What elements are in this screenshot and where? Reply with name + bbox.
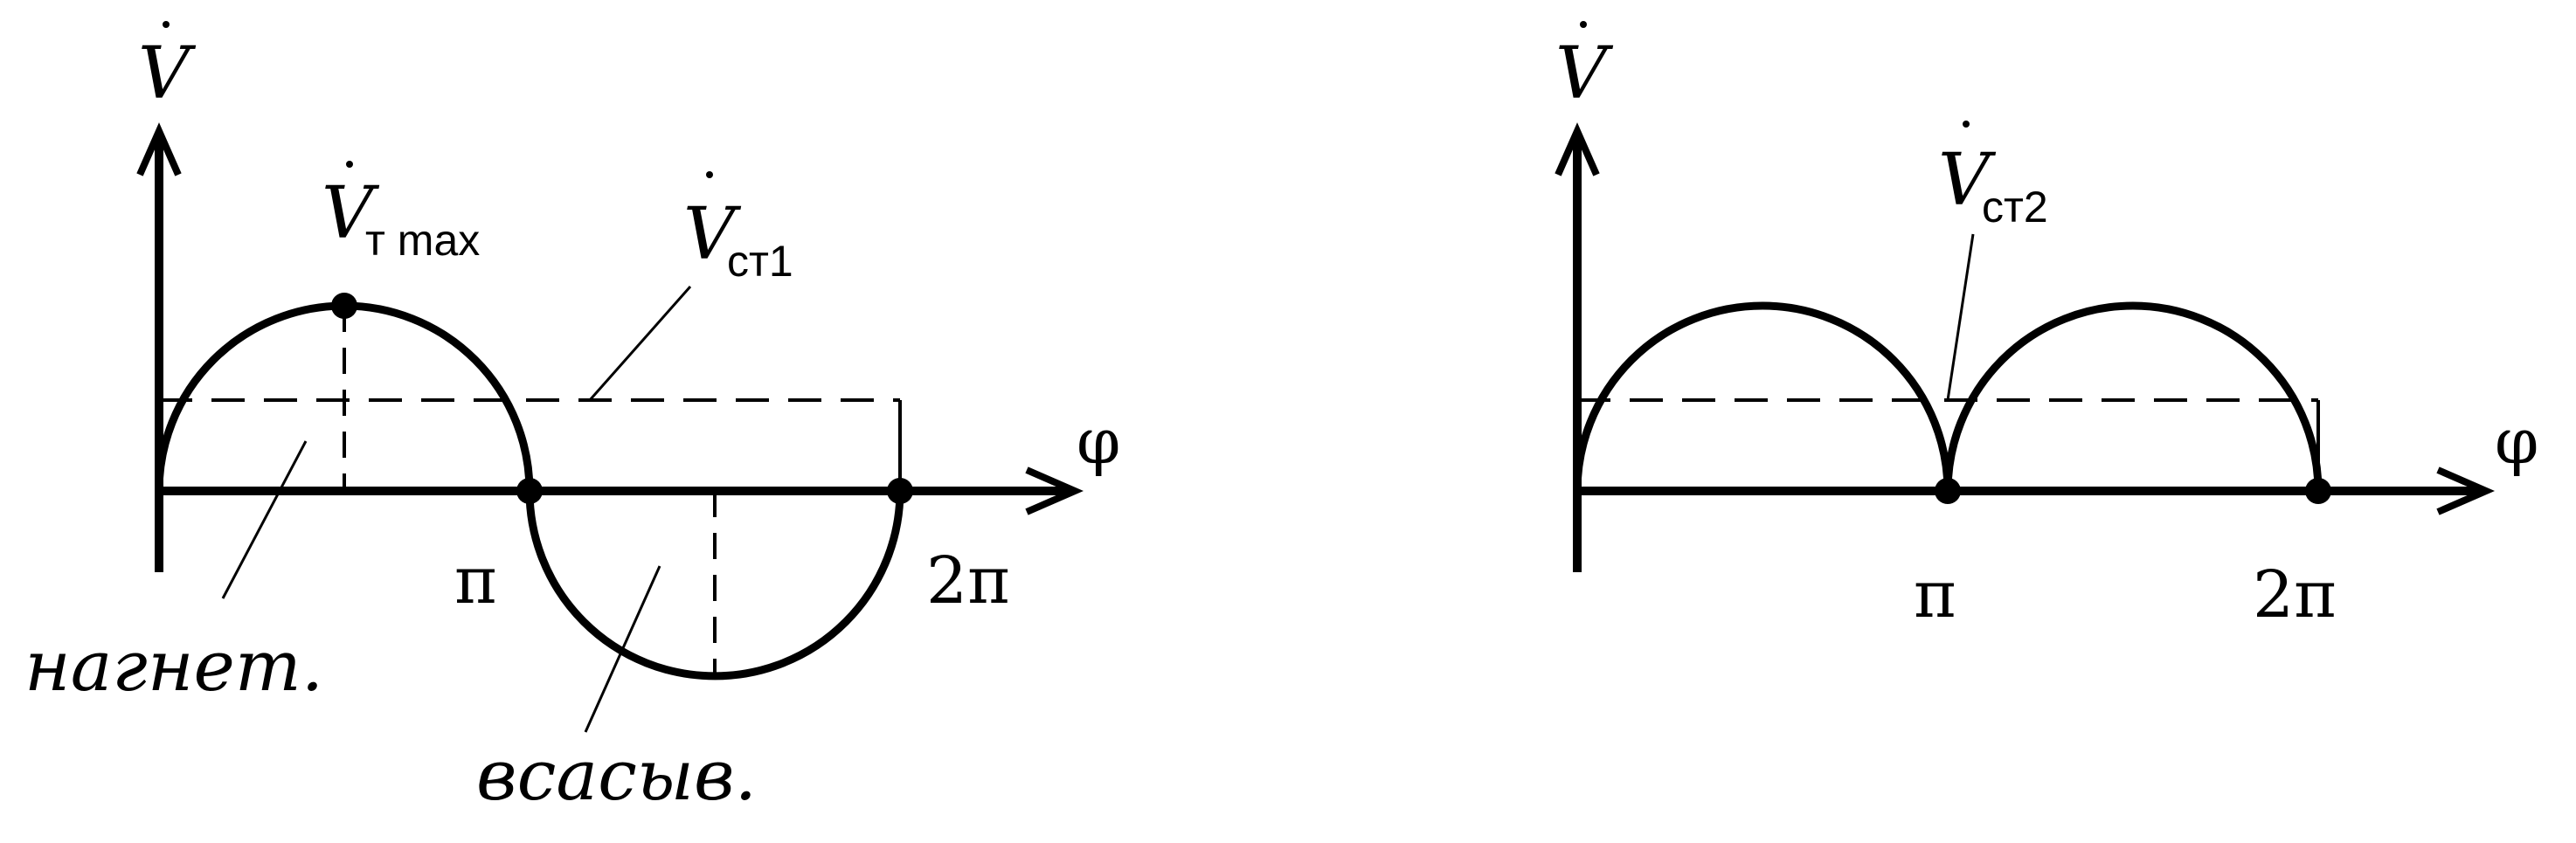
pi-point — [516, 478, 543, 504]
left-y-axis-label: V — [138, 32, 197, 115]
max-flow-label-dot — [346, 161, 353, 168]
suction-leader — [584, 565, 661, 733]
y-axis-arrow — [136, 122, 182, 176]
mean-flow-leader-right — [1946, 233, 1975, 401]
mean-flow-label-1-sub: ст1 — [727, 237, 793, 286]
right-y-axis-dot — [1580, 21, 1587, 28]
discharge-label: нагнет. — [24, 625, 323, 707]
double-acting-flow-diagram: V φ π 2π V ст2 — [1555, 21, 2538, 632]
right-tick-2pi: 2π — [2253, 557, 2337, 632]
max-flow-label: V т max — [322, 161, 480, 265]
mean-flow-label-2: V ст2 — [1938, 121, 2048, 231]
suction-label: всасыв. — [476, 735, 757, 816]
two-pi-point — [887, 478, 913, 504]
right-tick-pi: π — [1914, 557, 1956, 632]
mean-flow-label-1-main: V — [683, 193, 742, 276]
x-axis-arrow — [1025, 466, 1084, 515]
pi-point-right — [1935, 478, 1961, 504]
right-x-axis-label: φ — [2495, 404, 2538, 478]
left-x-axis-label: φ — [1077, 404, 1120, 478]
discharge-leader — [221, 440, 308, 599]
y-axis-right-arrow — [1555, 122, 1600, 176]
mean-flow-label-2-dot — [1963, 121, 1970, 128]
max-point — [331, 293, 357, 319]
left-y-axis-dot — [163, 21, 170, 28]
x-axis-right-arrow — [2436, 466, 2496, 515]
max-flow-label-main: V — [322, 172, 380, 255]
left-tick-2pi: 2π — [926, 543, 1010, 618]
two-pi-point-right — [2305, 478, 2331, 504]
first-half-wave — [1573, 301, 1952, 492]
mean-flow-label-1-dot — [706, 171, 713, 178]
mean-flow-label-2-main: V — [1938, 139, 1997, 222]
mean-flow-label-2-sub: ст2 — [1982, 183, 2048, 231]
mean-flow-leader — [588, 286, 692, 401]
mean-flow-label-1: V ст1 — [683, 171, 793, 286]
left-tick-pi: π — [454, 543, 497, 618]
second-half-wave — [1943, 301, 2323, 492]
max-flow-label-sub: т max — [365, 216, 480, 265]
right-y-axis-label: V — [1555, 32, 1614, 115]
single-acting-flow-diagram: V φ π 2π V т max V ст1 нагнет. всасыв. — [24, 21, 1120, 816]
